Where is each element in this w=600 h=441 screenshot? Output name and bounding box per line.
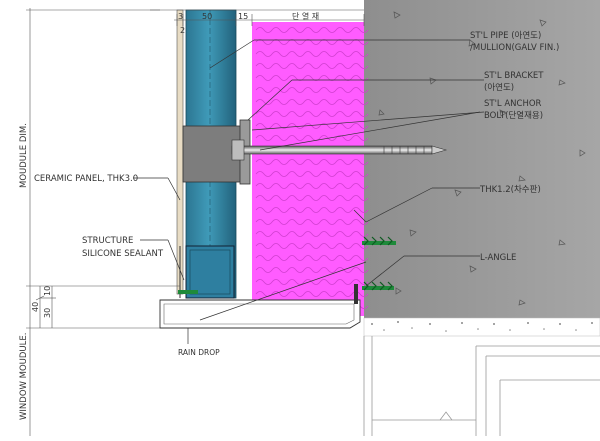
insulation-hatch — [255, 27, 369, 309]
floor-texture — [371, 321, 593, 332]
green-anchor-lower — [362, 281, 394, 291]
top-dimension-line — [150, 9, 365, 26]
insulation-hatch-line — [255, 99, 369, 105]
callout-bracket-1: ST'L BRACKET — [484, 71, 544, 81]
insulation-hatch-line — [255, 219, 369, 225]
l-angle-fastener — [354, 284, 358, 304]
callout-structure-1: STRUCTURE — [82, 236, 133, 246]
insulation-hatch-line — [255, 135, 369, 141]
dim-insulation: 단 열 재 — [292, 11, 319, 21]
insulation-hatch-line — [255, 171, 369, 177]
insulation-hatch-line — [255, 183, 369, 189]
insulation-hatch-line — [255, 51, 369, 57]
green-anchor-sealant — [178, 290, 198, 294]
insulation-hatch-line — [255, 255, 369, 261]
insulation-hatch-line — [255, 27, 369, 33]
leader-lines — [133, 39, 485, 344]
window-frame-lines — [363, 336, 600, 436]
insulation-hatch-line — [255, 231, 369, 237]
concrete-floor-edge — [363, 317, 600, 337]
insulation-hatch-line — [255, 195, 369, 201]
window-moudule-label: WINDOW MOUDULE. — [19, 333, 29, 420]
insulation-hatch-line — [255, 291, 369, 297]
insulation-hatch-line — [255, 159, 369, 165]
moudule-dim-label: MOUDULE DIM. — [19, 123, 29, 188]
left-dimension-lines — [26, 8, 180, 436]
bolt-threads — [383, 146, 425, 154]
dim-50: 50 — [202, 12, 212, 21]
insulation-hatch-line — [255, 279, 369, 285]
callout-rain: RAIN DROP — [178, 348, 220, 357]
callout-ceramic: CERAMIC PANEL, THK3.0 — [34, 174, 138, 184]
bolt-tip — [431, 145, 448, 155]
water-plate — [159, 299, 361, 329]
dim-30: 30 — [43, 308, 52, 318]
insulation-hatch-line — [255, 111, 369, 117]
callout-langle: L-ANGLE — [480, 253, 516, 263]
insulation-block — [252, 22, 364, 316]
concrete-wall — [364, 0, 600, 318]
concrete-aggregate-marks — [378, 11, 586, 306]
callout-thk: THK1.2(차수판) — [479, 185, 541, 195]
callout-structure-2: SILICONE SEALANT — [82, 249, 164, 259]
insulation-hatch-line — [255, 123, 369, 129]
bolt-nut — [231, 139, 245, 161]
callout-anchor-1: ST'L ANCHOR — [484, 99, 542, 109]
callout-pipe-1: ST'L PIPE (아연도) — [470, 30, 541, 41]
dim-10: 10 — [43, 286, 52, 296]
insulation-hatch-line — [255, 267, 369, 273]
insulation-hatch-line — [255, 243, 369, 249]
insulation-hatch-line — [255, 87, 369, 93]
callout-anchor-2: BOLT(단열재용) — [484, 110, 543, 121]
callout-pipe-2: /MULLION(GALV FIN.) — [470, 43, 559, 53]
dim-15: 15 — [238, 12, 248, 21]
callout-bracket-2: (아연도) — [484, 82, 514, 93]
mullion-end-box — [185, 245, 235, 299]
green-anchor-upper — [362, 236, 396, 246]
dim-3: 3 — [178, 12, 183, 21]
insulation-hatch-line — [255, 207, 369, 213]
dim-2: 2 — [180, 26, 185, 35]
insulation-hatch-line — [255, 63, 369, 69]
dim-40: 40 — [31, 302, 40, 312]
